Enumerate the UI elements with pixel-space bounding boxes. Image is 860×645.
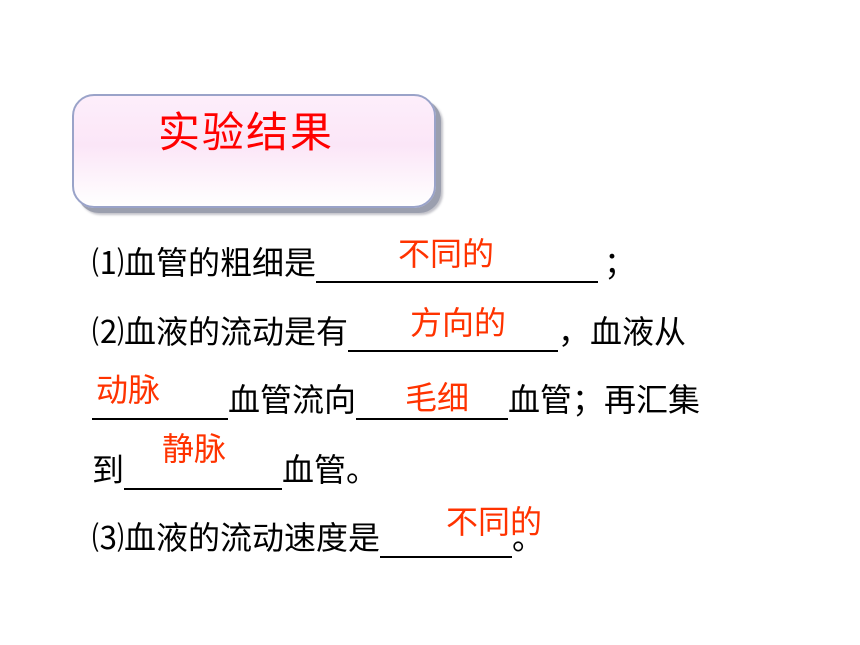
item-2-line-a: ⑵血液的流动是有 ，血液从	[92, 312, 686, 352]
item-1-suffix: ；	[604, 244, 637, 282]
item-2-middle-2: 血管流向	[228, 381, 357, 419]
item-2-line-c: 到 血管。	[92, 450, 378, 490]
item-1-answer: 不同的	[398, 235, 495, 273]
item-2-blank-4	[124, 452, 283, 490]
item-2-suffix: 血管。	[282, 451, 379, 489]
slide-title: 实验结果	[158, 108, 335, 157]
item-2-blank-1	[348, 314, 559, 352]
item-2-line-b: 血管流向 血管；再汇集	[92, 380, 700, 420]
item-2-blank-3	[356, 382, 509, 420]
title-box: 实验结果	[72, 94, 436, 208]
item-1-line: ⑴血管的粗细是 ；	[92, 243, 636, 283]
item-3-answer: 不同的	[446, 503, 543, 541]
item-3-line: ⑶血液的流动速度是 。	[92, 518, 544, 558]
item-2-middle-1: ，血液从	[558, 313, 687, 351]
item-3-suffix: 。	[512, 519, 545, 557]
item-3-prefix: ⑶血液的流动速度是	[92, 519, 381, 557]
item-2-answer-1: 方向的	[410, 304, 507, 342]
item-1-blank	[316, 245, 599, 283]
item-2-answer-2: 动脉	[96, 371, 161, 409]
item-2-prefix: ⑵血液的流动是有	[92, 313, 349, 351]
item-2-answer-4: 静脉	[162, 430, 227, 468]
item-2-answer-3: 毛细	[405, 379, 470, 417]
item-2-middle-3: 血管；再汇集	[508, 381, 701, 419]
item-3-blank	[380, 520, 513, 558]
item-2-prefix-3: 到	[92, 451, 125, 489]
item-2-blank-2	[92, 382, 228, 420]
item-1-prefix: ⑴血管的粗细是	[92, 244, 317, 282]
